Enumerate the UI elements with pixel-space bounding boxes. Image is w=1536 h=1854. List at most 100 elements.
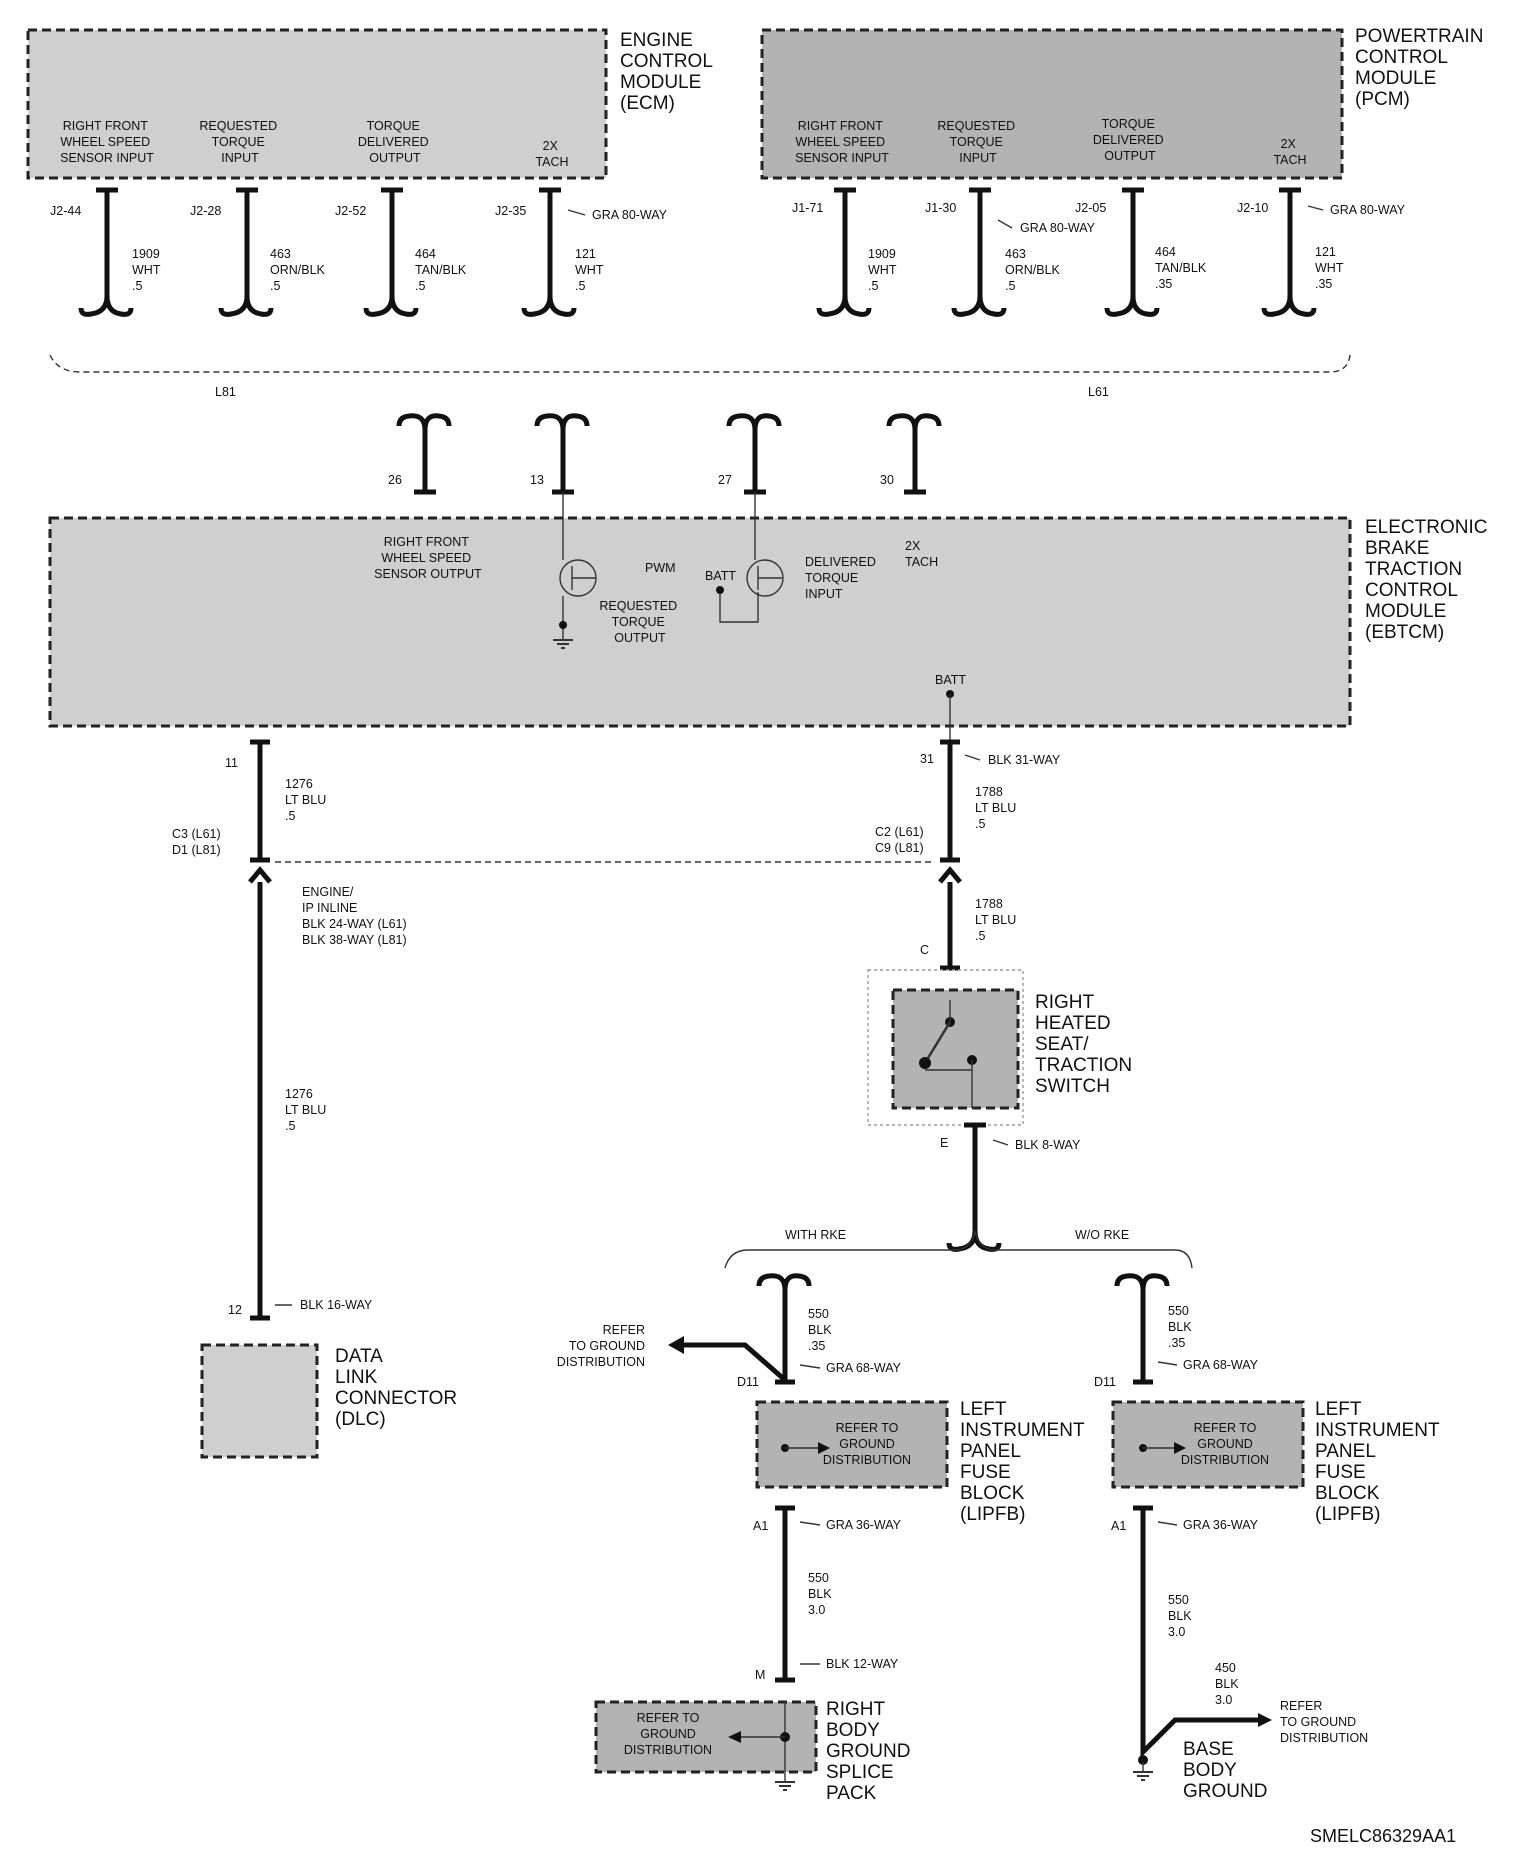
pcm-title: POWERTRAIN CONTROL MODULE (PCM) [1355, 26, 1489, 110]
ebtcm-pin-30-wire [889, 416, 939, 492]
rke-left-pin-a1: A1 [753, 1519, 768, 1533]
pcm-connector-j2: GRA 80-WAY [1330, 203, 1406, 217]
ecm-pin-3: J2-52 [335, 204, 366, 218]
ebtcm-pin-13: 13 [530, 473, 544, 487]
pcm-output-torque-delivered: TORQUE DELIVERED OUTPUT [1093, 117, 1167, 163]
ecm-wire-121 [524, 190, 574, 314]
dlc-connector: BLK 16-WAY [300, 1298, 373, 1312]
ebtcm-module-box [48, 516, 1352, 728]
ebtcm-pin-26: 26 [388, 473, 402, 487]
ebtcm-batt-bottom: BATT [935, 673, 966, 687]
base-body-ground-title: BASE BODY GROUND [1183, 1739, 1267, 1802]
ecm-pin-2: J2-28 [190, 204, 221, 218]
pcm-wire-121 [1264, 190, 1314, 314]
rke-left-wire-550 [756, 1273, 812, 1380]
rke-left-refer-arrow-icon [668, 1336, 684, 1354]
rke-left-pin-d11: D11 [737, 1375, 759, 1389]
pcm-pin-1: J1-71 [792, 201, 823, 215]
rke-left-lipfb-box [755, 1400, 949, 1489]
pcm-wire-463 [954, 190, 1004, 314]
pcm-wire-1909 [819, 190, 869, 314]
rke-left-lipfb-arrow-icon [818, 1442, 830, 1454]
wo-rke-label: W/O RKE [1075, 1228, 1129, 1242]
ebtcm-batt-left: BATT [705, 569, 736, 583]
pcm-pin-2: J1-30 [925, 201, 956, 215]
dlc-inline-left: C3 (L61)D1 (L81) [172, 827, 221, 857]
ebtcm-pwm-label: PWM [645, 561, 676, 575]
pcm-option-label: L61 [1088, 385, 1109, 399]
rke-left-block-title: LEFT INSTRUMENT PANEL FUSE BLOCK (LIPFB) [960, 1399, 1090, 1525]
rke-left-pin-m: M [755, 1668, 765, 1682]
pcm-pin-4: J2-10 [1237, 201, 1268, 215]
dlc-box [200, 1343, 319, 1459]
rke-right-pin-a1: A1 [1111, 1519, 1126, 1533]
delivered-transistor-icon [746, 559, 784, 597]
pcm-wire-464 [1107, 190, 1157, 314]
ecm-wire-1909 [81, 190, 131, 314]
rke-right-wire-550 [1114, 1273, 1170, 1380]
wire-1788-lower [938, 866, 962, 968]
with-rke-label: WITH RKE [785, 1228, 846, 1242]
ebtcm-requested-torque-output: REQUESTED TORQUE OUTPUT [599, 599, 680, 645]
switch-contact-icon [926, 1021, 952, 1059]
ecm-input-tach: 2X TACH [535, 139, 568, 169]
rke-right-block-title: LEFT INSTRUMENT PANEL FUSE BLOCK (LIPFB) [1315, 1399, 1445, 1525]
ecm-title: ENGINE CONTROL MODULE (ECM) [620, 30, 717, 114]
ecm-output-torque-delivered: TORQUE DELIVERED OUTPUT [358, 119, 432, 165]
ecm-input-wheel-speed: RIGHT FRONT WHEEL SPEED SENSOR INPUT [60, 119, 154, 165]
dlc-title: DATA LINK CONNECTOR (DLC) [335, 1346, 462, 1430]
rke-right-pin-d11: D11 [1094, 1375, 1116, 1389]
pcm-module-box [760, 28, 1344, 180]
heated-seat-traction-switch-box [891, 988, 1020, 1110]
dlc-pin: 12 [228, 1303, 242, 1317]
ecm-pin-4: J2-35 [495, 204, 526, 218]
ebtcm-pin-26-wire [399, 416, 449, 492]
rke-left-connector: GRA 68-WAY [826, 1361, 902, 1375]
ebtcm-connector-31: BLK 31-WAY [988, 753, 1061, 767]
wire-1276-lower [248, 866, 272, 1318]
diagram-id: SMELC86329AA1 [1310, 1826, 1456, 1846]
ebtcm-pin-27: 27 [718, 473, 732, 487]
ebtcm-title: ELECTRONIC BRAKE TRACTION CONTROL MODULE… [1365, 517, 1493, 643]
rke-right-wire-550-lower [1140, 1508, 1260, 1759]
switch-inline-left: C2 (L61)C9 (L81) [875, 825, 924, 855]
ebtcm-pin-30: 30 [880, 473, 894, 487]
ebtcm-pin-13-wire [537, 416, 587, 492]
rke-left-connector-m: BLK 12-WAY [826, 1657, 899, 1671]
rke-right-connector-a1: GRA 36-WAY [1183, 1518, 1259, 1532]
switch-connector-e: BLK 8-WAY [1015, 1138, 1081, 1152]
ecm-pin-1: J2-44 [50, 204, 81, 218]
right-body-ground-splice-pack-box [594, 1700, 818, 1774]
pcm-connector-j1: GRA 80-WAY [1020, 221, 1096, 235]
ecm-connector: GRA 80-WAY [592, 208, 668, 222]
ebtcm-tach: 2X TACH [905, 539, 938, 569]
rke-left-connector-a1: GRA 36-WAY [826, 1518, 902, 1532]
switch-pin-c: C [920, 943, 929, 957]
switch-title: RIGHT HEATED SEAT/ TRACTION SWITCH [1035, 992, 1137, 1097]
base-body-ground-icon [1132, 1761, 1154, 1781]
switch-pin-e: E [940, 1136, 948, 1150]
base-ground-refer-arrow-icon [1258, 1713, 1272, 1727]
pcm-input-requested-torque: REQUESTED TORQUE INPUT [937, 119, 1018, 165]
switch-pin-e-wire [949, 1125, 999, 1249]
pcm-pin-3: J2-05 [1075, 201, 1106, 215]
splice-arrow-icon [728, 1731, 741, 1743]
